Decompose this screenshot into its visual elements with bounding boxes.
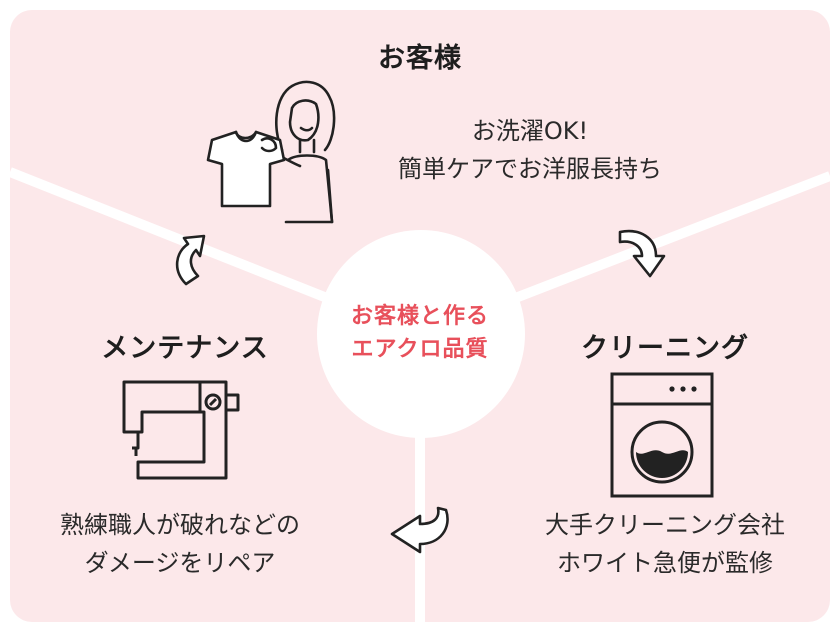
desc-line: お洗濯OK! <box>471 117 589 145</box>
node-title-customer: お客様 <box>378 43 462 74</box>
center-line: お客様と作る <box>350 304 489 329</box>
node-desc-cleaning: 大手クリーニング会社 ホワイト急便が監修 <box>505 506 825 582</box>
curved-arrow-down-right-icon <box>618 229 666 278</box>
desc-line: ダメージをリペア <box>84 549 276 577</box>
woman-holding-shirt-icon <box>206 80 336 224</box>
node-desc-customer: お洗濯OK! 簡単ケアでお洋服長持ち <box>330 112 730 188</box>
center-label: お客様と作る エアクロ品質 <box>320 300 520 366</box>
desc-line: 簡単ケアでお洋服長持ち <box>398 155 662 183</box>
sewing-machine-icon <box>122 380 240 480</box>
node-title-maintenance: メンテナンス <box>101 333 269 364</box>
curved-arrow-up-icon <box>175 234 206 286</box>
washing-machine-icon <box>610 372 714 498</box>
desc-line: 熟練職人が破れなどの <box>60 511 300 539</box>
node-desc-maintenance: 熟練職人が破れなどの ダメージをリペア <box>20 506 340 582</box>
center-line: エアクロ品質 <box>351 337 489 362</box>
desc-line: 大手クリーニング会社 <box>545 511 785 539</box>
center-circle <box>317 230 525 438</box>
desc-line: ホワイト急便が監修 <box>557 549 773 577</box>
curved-arrow-left-icon <box>390 506 449 554</box>
node-title-cleaning: クリーニング <box>581 333 749 364</box>
